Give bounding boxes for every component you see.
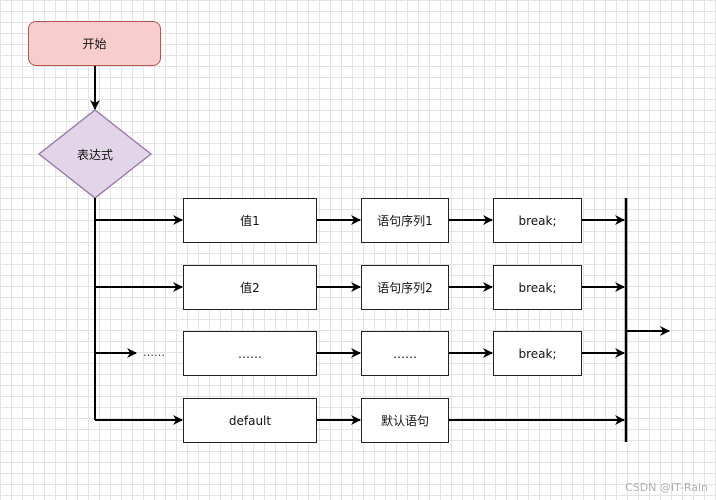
break-box-1[interactable]: break; bbox=[493, 198, 582, 243]
start-node[interactable]: 开始 bbox=[28, 21, 161, 66]
statement-label-1: 语句序列1 bbox=[377, 214, 433, 228]
break-label-n: break; bbox=[518, 346, 557, 361]
start-label: 开始 bbox=[82, 37, 107, 51]
value-box-n[interactable]: …… bbox=[183, 331, 317, 376]
statement-box-2[interactable]: 语句序列2 bbox=[361, 265, 449, 310]
value-box-1[interactable]: 值1 bbox=[183, 198, 317, 243]
watermark: CSDN @IT-Rain bbox=[625, 481, 708, 494]
default-statement-label: 默认语句 bbox=[380, 414, 429, 428]
break-box-2[interactable]: break; bbox=[493, 265, 582, 310]
decision-label: 表达式 bbox=[76, 147, 113, 162]
default-statement-box[interactable]: 默认语句 bbox=[361, 398, 449, 443]
value-box-2[interactable]: 值2 bbox=[183, 265, 317, 310]
default-label: default bbox=[228, 413, 272, 428]
value-label-n: …… bbox=[238, 346, 262, 361]
statement-box-1[interactable]: 语句序列1 bbox=[361, 198, 449, 243]
ellipsis-lead: …… bbox=[143, 346, 165, 359]
statement-label-n: …… bbox=[393, 346, 417, 361]
break-box-n[interactable]: break; bbox=[493, 331, 582, 376]
break-label-2: break; bbox=[518, 280, 557, 295]
default-box[interactable]: default bbox=[183, 398, 317, 443]
value-label-1: 值1 bbox=[240, 214, 260, 228]
value-label-2: 值2 bbox=[240, 281, 260, 295]
break-label-1: break; bbox=[518, 213, 557, 228]
statement-label-2: 语句序列2 bbox=[377, 281, 433, 295]
statement-box-n[interactable]: …… bbox=[361, 331, 449, 376]
